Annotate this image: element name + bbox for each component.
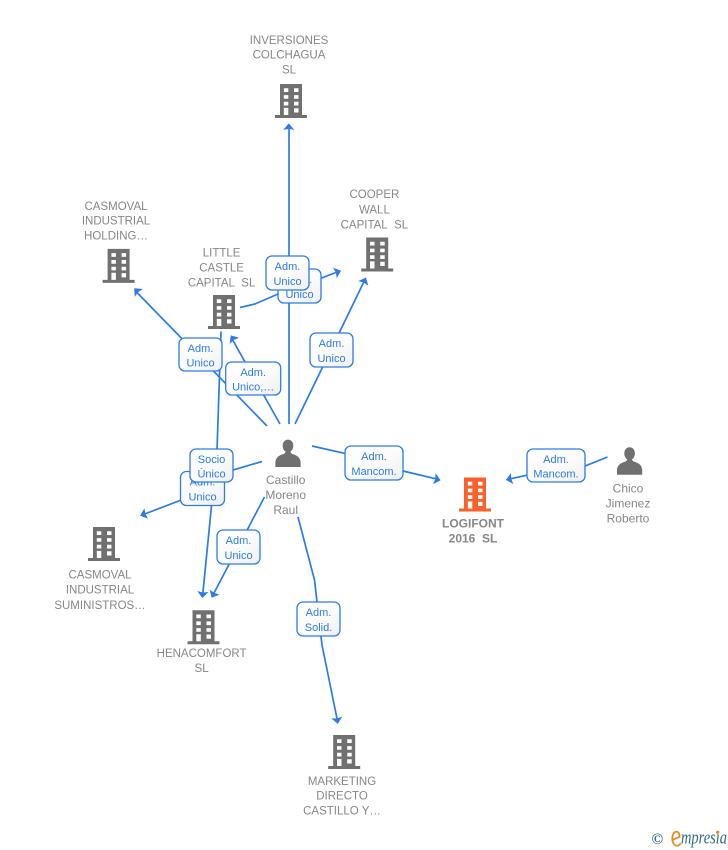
svg-text:Adm.: Adm. (188, 343, 214, 355)
svg-text:Mancom.: Mancom. (351, 466, 396, 478)
svg-text:Unico: Unico (186, 358, 214, 370)
svg-text:INDUSTRIAL: INDUSTRIAL (66, 584, 135, 596)
svg-text:mpresia: mpresia (681, 828, 727, 849)
svg-text:HOLDING…: HOLDING… (84, 231, 148, 243)
svg-text:LITTLE: LITTLE (203, 247, 241, 259)
svg-text:Unico: Unico (273, 276, 301, 288)
svg-text:Unico: Unico (317, 353, 345, 365)
svg-text:Adm.: Adm. (306, 607, 332, 619)
svg-text:Raul: Raul (273, 503, 298, 517)
svg-text:Solid.: Solid. (305, 622, 333, 634)
svg-text:CASTLE: CASTLE (199, 262, 244, 274)
svg-text:WALL: WALL (359, 204, 390, 216)
svg-text:Adm.: Adm. (543, 454, 569, 466)
svg-text:MARKETING: MARKETING (308, 776, 376, 788)
svg-text:COLCHAGUA: COLCHAGUA (253, 50, 326, 62)
svg-text:CASMOVAL: CASMOVAL (68, 569, 132, 581)
svg-text:Moreno: Moreno (265, 488, 306, 502)
svg-text:LOGIFONT: LOGIFONT (442, 517, 505, 531)
svg-text:CAPITAL SL: CAPITAL SL (188, 278, 256, 290)
svg-text:Socio: Socio (198, 454, 226, 466)
svg-text:SL: SL (282, 65, 297, 77)
svg-text:INVERSIONES: INVERSIONES (250, 35, 329, 47)
svg-text:Adm.: Adm. (275, 261, 301, 273)
svg-text:Unico: Unico (224, 550, 252, 562)
svg-text:SL: SL (195, 663, 210, 675)
svg-text:Chico: Chico (613, 482, 644, 496)
svg-text:©: © (652, 831, 664, 848)
svg-text:Roberto: Roberto (607, 512, 650, 526)
svg-text:CASMOVAL: CASMOVAL (84, 201, 148, 213)
svg-text:Único: Único (197, 468, 225, 481)
svg-text:Adm.: Adm. (226, 535, 252, 547)
svg-text:Unico: Unico (188, 491, 216, 503)
svg-text:CAPITAL SL: CAPITAL SL (341, 219, 409, 231)
svg-text:2016 SL: 2016 SL (449, 532, 498, 546)
svg-text:Adm.: Adm. (361, 451, 387, 463)
svg-text:COOPER: COOPER (349, 189, 399, 201)
svg-text:Adm.: Adm. (319, 338, 345, 350)
svg-text:Castillo: Castillo (266, 473, 306, 487)
svg-text:Unico,…: Unico,… (232, 382, 274, 394)
svg-text:INDUSTRIAL: INDUSTRIAL (82, 216, 151, 228)
svg-text:Jimenez: Jimenez (606, 497, 651, 511)
svg-text:CASTILLO Y…: CASTILLO Y… (303, 806, 381, 818)
svg-text:SUMINISTROS…: SUMINISTROS… (54, 600, 145, 612)
svg-text:HENACOMFORT: HENACOMFORT (157, 648, 247, 660)
svg-text:Adm.: Adm. (240, 367, 266, 379)
svg-text:Unico: Unico (285, 289, 313, 301)
svg-text:DIRECTO: DIRECTO (316, 791, 368, 803)
svg-text:Mancom.: Mancom. (533, 469, 578, 481)
